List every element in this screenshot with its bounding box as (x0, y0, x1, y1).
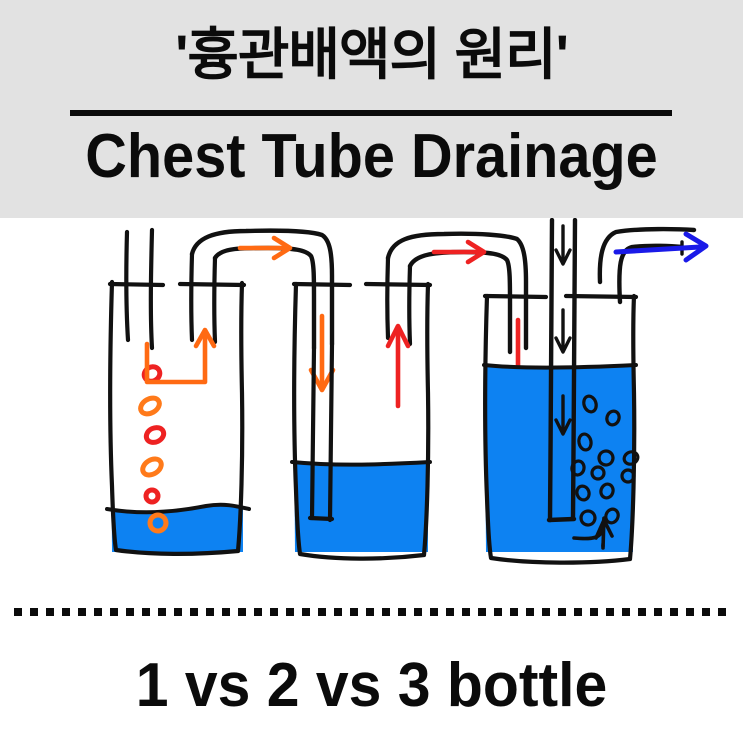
bubble (604, 507, 620, 525)
blood-drop (143, 425, 167, 445)
bottle-1-collection (105, 227, 251, 556)
bottle-1-glass (108, 279, 245, 556)
diagram-area (0, 218, 743, 600)
bubble (570, 459, 586, 477)
arrow-out-of-water-seal (385, 323, 411, 409)
bottle-3-water (484, 364, 633, 552)
tube-12-inner-wall (212, 245, 317, 351)
bottle-1-water (110, 504, 243, 552)
bottle-2-outlet-tube-right-wall (407, 263, 413, 347)
bubble (620, 468, 636, 484)
bubble (605, 409, 621, 427)
arrow-patient-to-collection (144, 327, 217, 385)
tube-12-outer-wall (189, 228, 335, 347)
bubble (597, 449, 615, 467)
bottle-3-water-line (482, 363, 638, 370)
blood-drop (138, 395, 162, 417)
title-divider (70, 110, 672, 116)
arrow-waterseal-to-suction (431, 239, 487, 265)
arrow-atmospheric-vent-lower (554, 394, 572, 436)
suction-outlet-inner-wall (617, 243, 685, 305)
bottle-1-outlet-tube-left-wall (189, 251, 195, 343)
bottle-1-outlet-tube-right-wall (212, 255, 218, 345)
bottle-3-suction-control (482, 218, 709, 565)
arrow-to-suction-source (613, 231, 709, 263)
bottle-1-blood-drops (138, 364, 169, 534)
bottle-2-water (293, 461, 428, 552)
bottle-2-seal-tube-right-wall (327, 341, 335, 523)
bottle-3-rim-left (482, 293, 549, 300)
bottle-2-water-seal (290, 255, 433, 561)
bottle-1-inlet-tube-right-wall (148, 227, 155, 351)
arrow-atmospheric-vent-upper (554, 224, 572, 266)
page-title-english: Chest Tube Drainage (85, 122, 658, 191)
header-band: '흉관배액의 원리' Chest Tube Drainage (0, 0, 743, 218)
bottle-2-seal-tube-left-wall (309, 345, 317, 521)
arrow-collection-to-waterseal (237, 235, 293, 261)
bubble (575, 484, 591, 502)
bubble (582, 394, 598, 414)
bottle-1-inlet-tube-left-wall (124, 229, 131, 343)
bottle-2-rim-left (291, 281, 353, 288)
footer-caption: 1 vs 2 vs 3 bottle (135, 651, 608, 720)
bottle-3-glass (483, 293, 637, 565)
arrow-bubbles-rising (572, 516, 614, 550)
blood-drop (140, 456, 164, 478)
bottle-2-glass (292, 281, 431, 561)
bubble (577, 432, 593, 452)
dashed-divider (14, 608, 730, 616)
suction-outlet-outer-wall (597, 226, 697, 285)
bubble (590, 465, 606, 481)
bottle-2-outlet-tube-left-wall (385, 255, 391, 341)
blood-drop (143, 487, 161, 505)
bottle-1-water-line (105, 502, 251, 515)
bottle-2-seal-tube-tip (307, 515, 335, 522)
page-title-korean: '흉관배액의 원리' (175, 23, 569, 86)
bottle-2-water-line (290, 460, 432, 467)
bottle-1-rim-left (107, 281, 166, 288)
bottle-2-rim-right (363, 281, 433, 288)
bottle-3-bubbles (570, 394, 640, 527)
bubble (622, 450, 640, 466)
bubble (599, 482, 615, 500)
blood-drop (147, 512, 169, 534)
bottle-3-rim-right (563, 293, 639, 300)
vent-tube-left-wall (547, 218, 555, 523)
footer-area: 1 vs 2 vs 3 bottle (0, 600, 743, 743)
arrow-atmospheric-vent-middle (554, 308, 572, 354)
three-bottle-diagram (105, 218, 709, 565)
tube-23-outer-wall (385, 231, 529, 351)
vent-tube-right-wall (570, 218, 578, 521)
tube-23-inner-wall (407, 249, 513, 355)
bubble (579, 509, 597, 527)
vent-tube-tip (546, 516, 577, 523)
